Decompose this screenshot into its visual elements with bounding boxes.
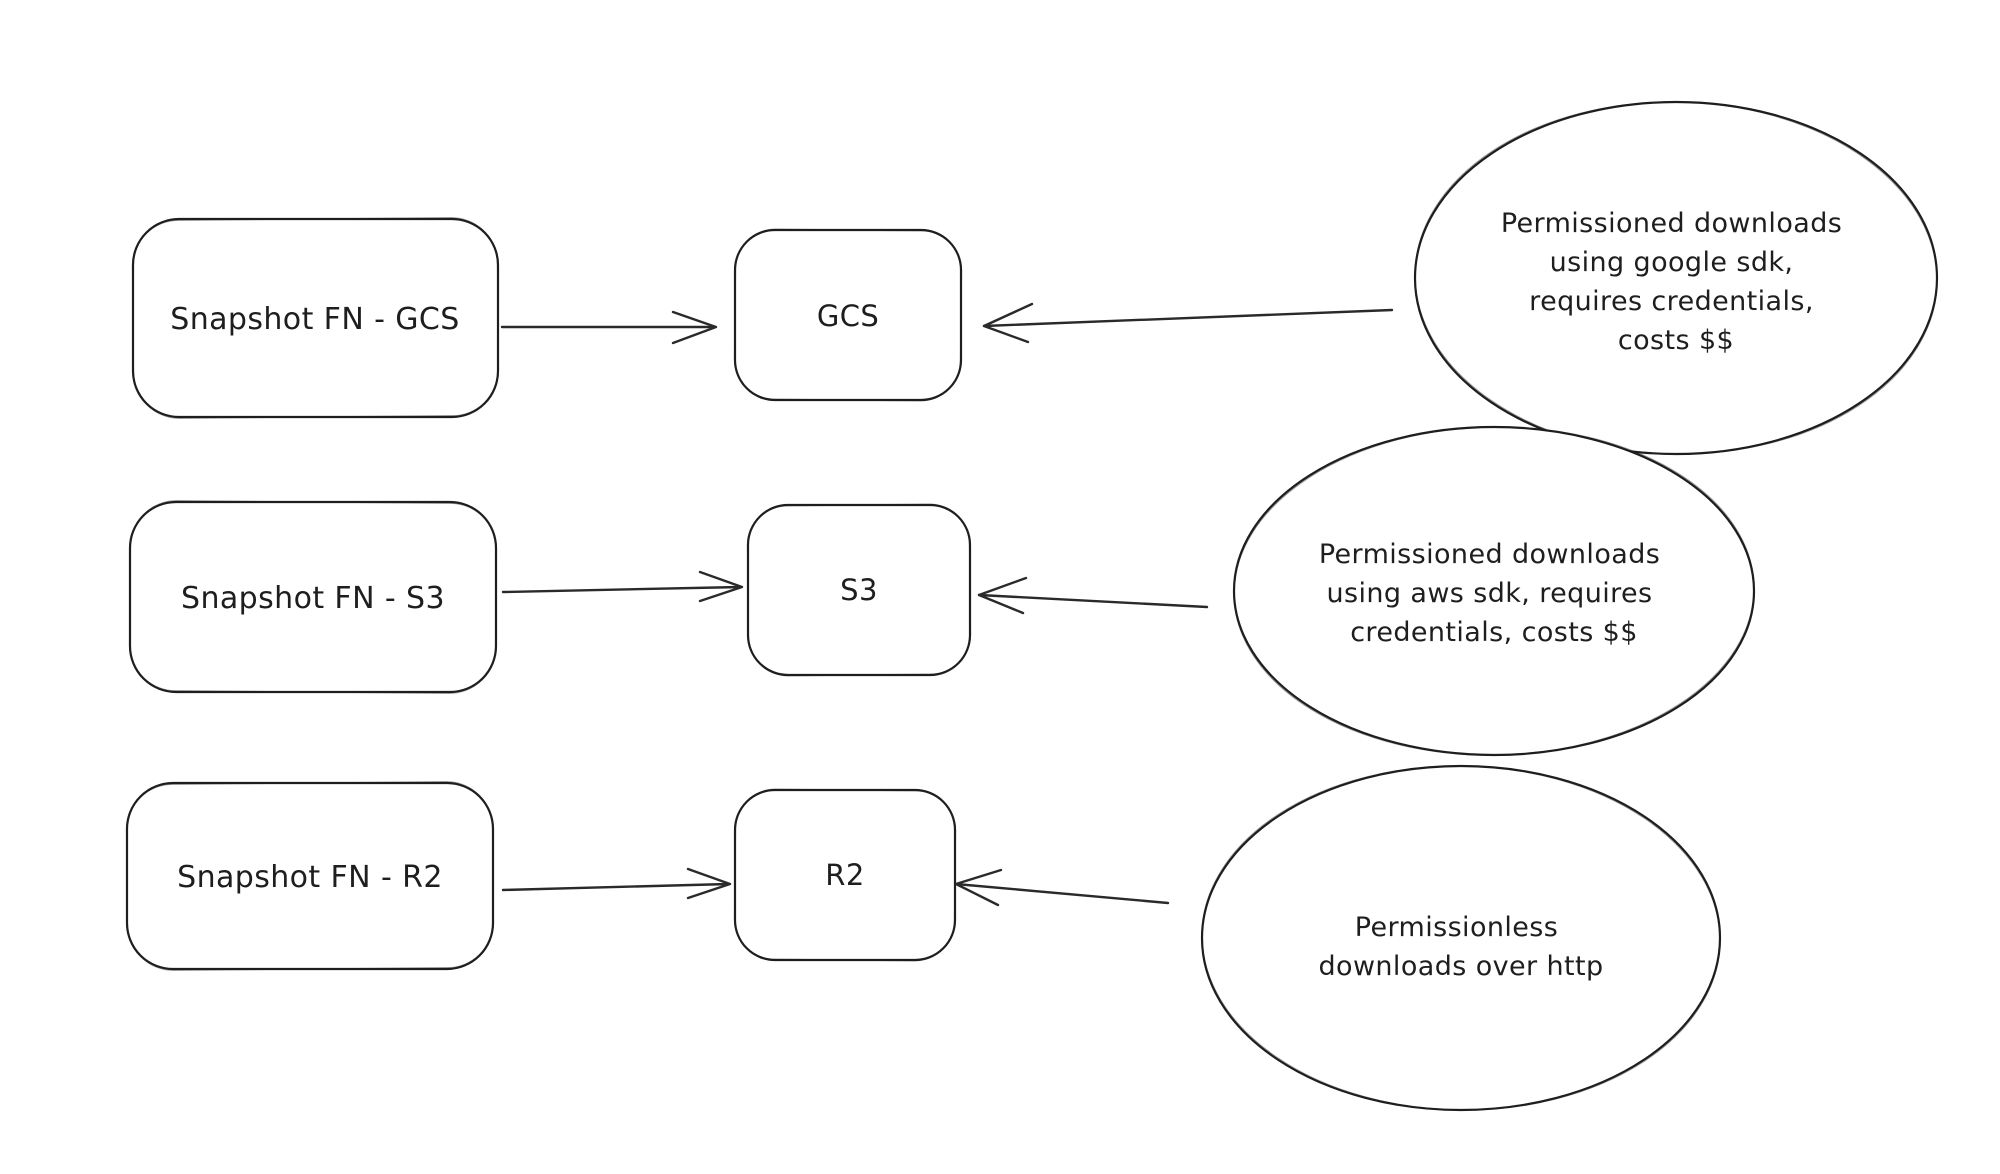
arrow-note-to-s3 <box>977 576 1209 615</box>
note-gcs-text: Permissioned downloads using google sdk,… <box>1501 208 1851 356</box>
note-ellipse-r2: Permissionless downloads over http <box>1200 764 1722 1112</box>
arrow-source-to-r2 <box>501 867 732 900</box>
arrow-source-to-s3 <box>501 570 744 603</box>
target-box-r2: R2 <box>733 788 957 962</box>
arrow-source-to-gcs <box>500 310 718 345</box>
note-s3-text: Permissioned downloads using aws sdk, re… <box>1319 539 1669 648</box>
note-ellipse-gcs: Permissioned downloads using google sdk,… <box>1413 100 1939 456</box>
target-box-r2-label: R2 <box>825 858 864 892</box>
row-s3: Snapshot FN - S3 S3 Permissioned downloa… <box>128 425 1756 757</box>
source-box-s3-label: Snapshot FN - S3 <box>181 581 445 616</box>
note-ellipse-s3: Permissioned downloads using aws sdk, re… <box>1232 425 1756 757</box>
source-box-r2-label: Snapshot FN - R2 <box>177 860 443 895</box>
arrow-note-to-r2 <box>954 868 1170 907</box>
row-r2: Snapshot FN - R2 R2 Permissionless <box>125 764 1722 1112</box>
arrow-note-to-gcs <box>982 302 1394 344</box>
source-box-gcs: Snapshot FN - GCS <box>131 217 500 419</box>
target-box-gcs-label: GCS <box>817 299 879 333</box>
source-box-r2: Snapshot FN - R2 <box>125 781 495 971</box>
note-r2-text: Permissionless downloads over http <box>1318 912 1603 982</box>
target-box-s3: S3 <box>746 503 972 677</box>
target-box-gcs: GCS <box>733 228 963 402</box>
target-box-s3-label: S3 <box>840 573 878 607</box>
source-box-s3: Snapshot FN - S3 <box>128 500 498 694</box>
row-gcs: Snapshot FN - GCS GCS <box>131 100 1939 456</box>
source-box-gcs-label: Snapshot FN - GCS <box>170 302 459 337</box>
